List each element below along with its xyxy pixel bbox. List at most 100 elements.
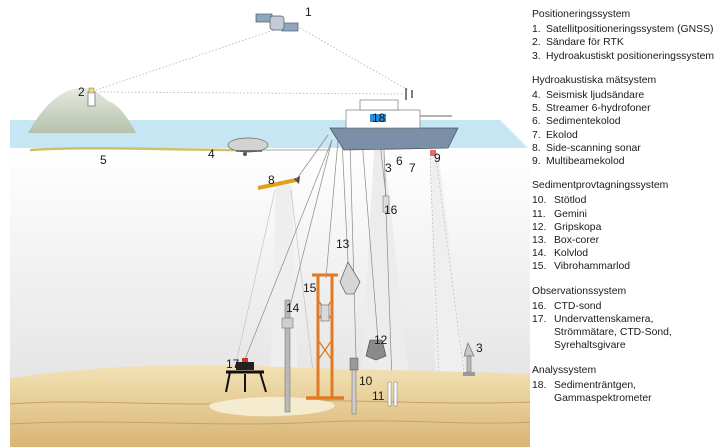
label-13: 13 [336, 237, 350, 251]
legend-item: 14. Kolvlod [532, 247, 718, 260]
legend-group-title: Hydroakustiska mätsystem [532, 74, 657, 86]
legend-item-text: Ekolod [546, 129, 578, 141]
legend-item: 15. Vibrohammarlod [532, 260, 718, 273]
legend-item-number: 1. [532, 24, 541, 36]
legend-group-title: Observationssystem [532, 285, 627, 297]
survey-vessel [329, 88, 459, 156]
legend-item-text: Seismisk ljudsändare [546, 90, 645, 102]
signal-lines [95, 27, 409, 95]
legend-item-text: Satellitpositioneringssystem (GNSS) [546, 24, 714, 36]
legend-group-title: Positioneringssystem [532, 9, 631, 20]
label-18: 18 [372, 111, 386, 125]
legend-item-number: 6. [532, 116, 541, 128]
legend-item-number: 7. [532, 129, 541, 141]
legend-item-text: Streamer 6-hydrofoner [546, 103, 651, 115]
legend-item-number: 4. [532, 90, 541, 102]
label-5: 5 [100, 153, 107, 167]
grab-sampler-icon [365, 339, 387, 361]
vibrohammer-icon [306, 273, 344, 400]
label-16: 16 [384, 203, 398, 217]
legend-item: 7. Ekolod [532, 129, 718, 142]
legend: Positioneringssystem 1. Satellitpositioner… [532, 8, 718, 416]
winch-cables [239, 139, 393, 383]
legend-item-number: 14. [532, 248, 547, 260]
side-scan-sonar-icon [257, 134, 329, 190]
legend-item-number: 16. [532, 300, 547, 312]
box-corer-icon [339, 261, 361, 295]
legend-item-number: 8. [532, 142, 541, 154]
legend-item-number: 9. [532, 156, 541, 168]
label-12: 12 [374, 333, 388, 347]
piston-corer-icon [281, 299, 294, 413]
island [28, 87, 136, 133]
label-8: 8 [268, 173, 275, 187]
legend-item-text: Undervattenskamera, Strömmätare, CTD-Son… [554, 314, 672, 352]
legend-item-number: 12. [532, 221, 547, 233]
legend-item: 1. Satellitpositioneringssystem (GNSS) [532, 23, 718, 36]
legend-item-number: 3. [532, 50, 541, 62]
legend-item: 16. CTD-sond [532, 300, 718, 313]
legend-item-number: 5. [532, 103, 541, 115]
legend-item-text: Sedimentekolod [546, 116, 621, 128]
label-15: 15 [303, 281, 317, 295]
legend-item: 11. Gemini [532, 208, 718, 221]
legend-item: 3. Hydroakustiskt positioneringssystem [532, 50, 718, 63]
label-9: 9 [434, 151, 441, 165]
legend-item-text: Sedimenträntgen, Gammaspektrometer [554, 379, 652, 405]
legend-group: Positioneringssystem 1. Satellitpositioner… [532, 8, 718, 63]
legend-item: 10.Stötlod [532, 194, 718, 207]
legend-item-text: Sändare för RTK [546, 37, 624, 49]
legend-group: Observationssystem 16. CTD-sond 17. Undervat… [532, 285, 718, 353]
camera-frame-icon [225, 358, 267, 393]
label-11: 11 [372, 389, 385, 403]
legend-item: 18. Sedimenträntgen, Gammaspektrometer [532, 379, 718, 405]
legend-item-number: 17. [532, 314, 547, 326]
legend-item-text: CTD-sond [554, 300, 602, 312]
streamer [29, 146, 241, 152]
label-17: 17 [226, 357, 240, 371]
label-6: 6 [396, 154, 403, 168]
label-3a: 3 [385, 161, 392, 175]
legend-item-text: Kolvlod [554, 248, 589, 260]
legend-item-text: Box-corer [554, 235, 600, 247]
legend-item-text: Side-scanning sonar [546, 142, 641, 154]
legend-item: 8. Side-scanning sonar [532, 142, 718, 155]
legend-item-text: Vibrohammarlod [554, 261, 631, 273]
label-1: 1 [305, 5, 312, 19]
label-7: 7 [409, 161, 416, 175]
seismic-source-icon [227, 137, 269, 156]
legend-item-text: Stötlod [554, 195, 587, 207]
legend-item: 17. Undervattenskamera, Strömmätare, CTD-… [532, 313, 718, 353]
legend-item: 13. Box-corer [532, 234, 718, 247]
legend-group: Analyssystem 18. Sedimenträntgen, Gammaspe… [532, 364, 718, 406]
legend-item: 5. Streamer 6-hydrofoner [532, 102, 718, 115]
legend-item: 9.Multibeamekolod [532, 155, 718, 168]
legend-item-number: 15. [532, 261, 547, 273]
acoustic-beams [229, 150, 470, 403]
legend-item-text: Gripskopa [554, 221, 602, 233]
gravity-corer-icon [349, 357, 359, 415]
legend-item-number: 18. [532, 379, 547, 391]
legend-item: 4. Seismisk ljudsändare [532, 89, 718, 102]
diagram-labels: 1 2 3 3 4 5 6 7 8 9 10 11 12 13 14 15 16… [78, 5, 483, 403]
legend-item-number: 11. [532, 208, 546, 220]
label-14: 14 [286, 301, 300, 315]
label-4: 4 [208, 147, 215, 161]
legend-item-text: Hydroakustiskt positioneringssystem [546, 50, 715, 62]
legend-group-title: Sedimentprovtagningssystem [532, 180, 669, 192]
label-10: 10 [359, 374, 373, 388]
legend-item: 2.Sändare för RTK [532, 36, 718, 49]
legend-item-number: 13. [532, 235, 547, 247]
label-2: 2 [78, 85, 85, 99]
seabed [9, 364, 531, 447]
legend-group-title: Analyssystem [532, 364, 597, 376]
legend-item: 12. Gripskopa [532, 221, 718, 234]
satellite-icon [255, 13, 299, 32]
legend-item: 6. Sedimentekolod [532, 115, 718, 128]
ctd-probe-icon [382, 195, 390, 213]
legend-item-text: Gemini [554, 208, 587, 220]
transponder-icon [463, 342, 475, 376]
